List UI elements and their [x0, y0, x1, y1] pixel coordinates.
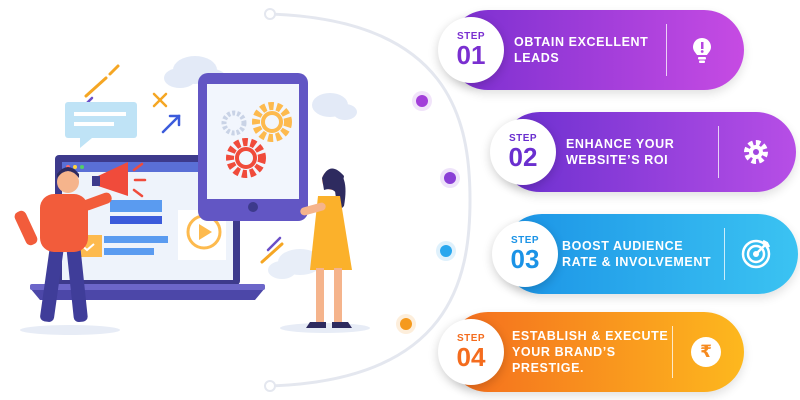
lightbulb-icon [682, 30, 722, 70]
gear-icon [226, 138, 266, 178]
cloud-icon [312, 93, 357, 120]
step-04-card: STEP 04 ESTABLISH & EXECUTE YOUR BRAND’S… [438, 312, 744, 392]
divider [724, 228, 725, 280]
step-02-card: STEP 02 ENHANCE YOUR WEBSITE’S ROI [490, 112, 796, 192]
divider [672, 326, 673, 378]
step-word: STEP [508, 133, 538, 144]
step-01-card: STEP 01 OBTAIN EXCELLENT LEADS [438, 10, 744, 90]
step-01-dot [416, 95, 428, 107]
marketing-illustration [14, 56, 370, 335]
gear-icon [736, 132, 776, 172]
step-02-dot [444, 172, 456, 184]
step-number: 04 [456, 342, 486, 372]
rupee-symbol: ₹ [700, 342, 712, 362]
step-number: 02 [508, 142, 538, 172]
tablet [198, 73, 308, 221]
step-word: STEP [456, 333, 486, 344]
step-label: ESTABLISH & EXECUTE YOUR BRAND’S PRESTIG… [512, 329, 669, 375]
arrow-icon [161, 114, 181, 134]
step-03-card: STEP 03 BOOST AUDIENCE RATE & INVOLVEMEN… [492, 214, 798, 294]
step-label: OBTAIN EXCELLENT LEADS [514, 35, 649, 65]
man-with-megaphone [14, 162, 147, 335]
step-word: STEP [456, 31, 486, 42]
chat-bubble [65, 102, 137, 148]
gear-icon [221, 110, 247, 136]
step-word: STEP [510, 235, 540, 246]
target-icon [736, 234, 776, 274]
step-label: BOOST AUDIENCE RATE & INVOLVEMENT [562, 239, 712, 269]
step-badge: STEP 02 [490, 119, 556, 185]
divider [666, 24, 667, 76]
step-03-dot [440, 245, 452, 257]
step-badge: STEP 01 [438, 17, 504, 83]
step-number: 03 [510, 244, 540, 274]
step-04-dot [400, 318, 412, 330]
step-label: ENHANCE YOUR WEBSITE’S ROI [566, 137, 675, 167]
step-badge: STEP 04 [438, 319, 504, 385]
laptop [30, 155, 265, 300]
rupee-icon: ₹ [686, 332, 726, 372]
sparkle-icon [152, 92, 168, 108]
step-number: 01 [456, 40, 486, 70]
megaphone-icon [92, 162, 147, 198]
step-badge: STEP 03 [492, 221, 558, 287]
divider [718, 126, 719, 178]
